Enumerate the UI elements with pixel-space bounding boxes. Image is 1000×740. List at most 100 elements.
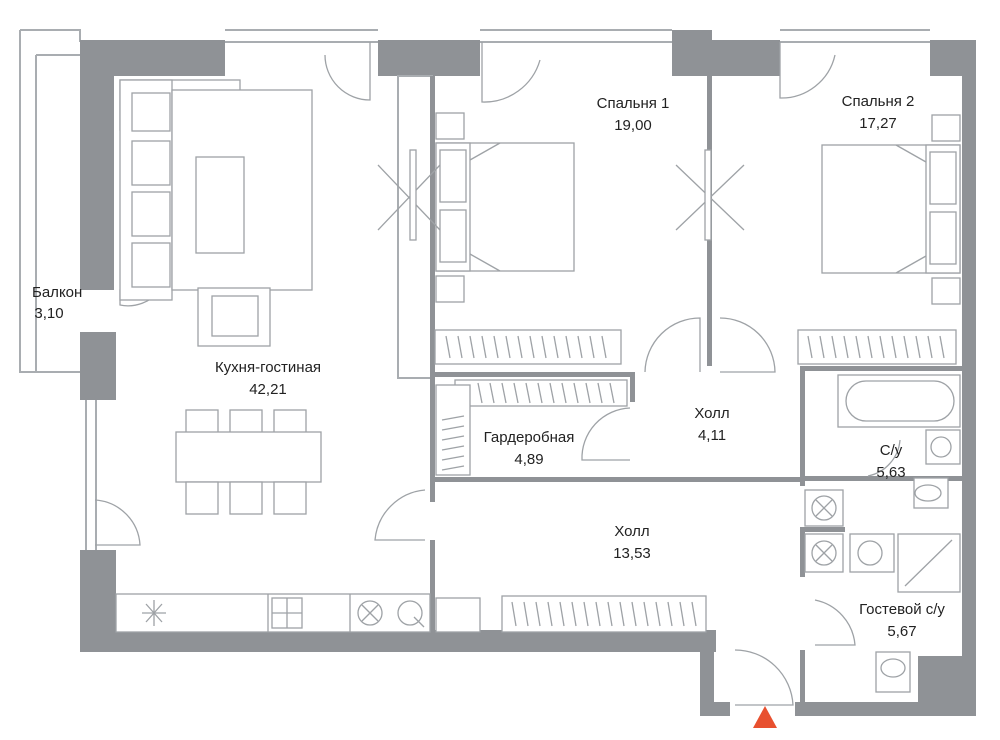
washer-icon xyxy=(357,600,383,626)
hanger-mark xyxy=(505,335,511,359)
hanger-mark xyxy=(559,601,565,627)
hanger-mark xyxy=(879,335,885,359)
hanger-mark xyxy=(589,335,595,359)
wardrobe-hall xyxy=(501,595,707,633)
wardrobe-bedroom1 xyxy=(434,329,622,365)
room-name-wardrobe: Гардеробная xyxy=(484,429,575,446)
washer-icon xyxy=(804,489,844,527)
room-area-hall-small: 4,11 xyxy=(698,427,726,444)
room-area-guest-bath: 5,67 xyxy=(887,623,916,640)
shower-icon xyxy=(897,533,961,593)
hanger-mark xyxy=(903,335,909,359)
room-area-bedroom2: 17,27 xyxy=(859,115,897,132)
hanger-mark xyxy=(679,601,685,627)
doors xyxy=(94,42,901,706)
hanger-mark xyxy=(445,335,451,359)
wardrobe-hangers-dressing-vertical xyxy=(441,415,465,471)
hanger-mark xyxy=(441,445,465,451)
hanger-mark xyxy=(843,335,849,359)
room-area-bathroom: 5,63 xyxy=(876,464,905,481)
hanger-mark xyxy=(667,601,673,627)
hanger-mark xyxy=(601,335,607,359)
washer-icon xyxy=(804,533,844,573)
hanger-mark xyxy=(643,601,649,627)
hanger-mark xyxy=(529,335,535,359)
hanger-mark xyxy=(541,335,547,359)
bathtub-icon xyxy=(837,374,961,428)
hanger-mark xyxy=(441,425,465,431)
walls xyxy=(80,30,976,716)
room-name-bedroom1: Спальня 1 xyxy=(597,95,670,112)
hanger-mark xyxy=(915,335,921,359)
room-name-living: Кухня-гостиная xyxy=(215,359,321,376)
stove-icon xyxy=(142,600,166,626)
kitchen-counter xyxy=(115,593,431,633)
door-cross-1 xyxy=(377,149,745,241)
room-name-bedroom2: Спальня 2 xyxy=(842,93,915,110)
hanger-mark xyxy=(537,382,543,404)
bed-icon xyxy=(435,112,575,303)
hanger-mark xyxy=(577,335,583,359)
hanger-mark xyxy=(477,382,483,404)
hanger-mark xyxy=(441,435,465,441)
hanger-mark xyxy=(481,335,487,359)
room-name-guest-bath: Гостевой с/у xyxy=(859,601,945,618)
dining-set xyxy=(175,409,322,515)
sink-icon xyxy=(849,533,895,573)
hanger-mark xyxy=(457,335,463,359)
room-labels: Балкон 3,10 Кухня-гостиная 42,21 Спальня… xyxy=(32,93,945,640)
hanger-mark xyxy=(927,335,933,359)
room-name-hall-large: Холл xyxy=(614,523,649,540)
room-name-bathroom: С/у xyxy=(880,442,903,459)
hanger-mark xyxy=(597,382,603,404)
sink-icon xyxy=(397,600,425,628)
hanger-mark xyxy=(549,382,555,404)
hanger-mark xyxy=(523,601,529,627)
hanger-mark xyxy=(583,601,589,627)
hanger-mark xyxy=(565,335,571,359)
hanger-mark xyxy=(619,601,625,627)
room-area-bedroom1: 19,00 xyxy=(614,117,652,134)
bed-icon xyxy=(821,114,961,305)
toilet-icon xyxy=(875,651,911,693)
room-area-balcony: 3,10 xyxy=(34,305,63,322)
hanger-mark xyxy=(493,335,499,359)
hanger-mark xyxy=(819,335,825,359)
hanger-mark xyxy=(607,601,613,627)
hanger-mark xyxy=(517,335,523,359)
hanger-mark xyxy=(511,601,517,627)
hanger-mark xyxy=(585,382,591,404)
room-name-balcony: Балкон xyxy=(32,284,82,301)
coffee-table xyxy=(195,156,245,254)
sink-icon xyxy=(925,429,961,465)
room-area-hall-large: 13,53 xyxy=(613,545,651,562)
wardrobe-hangers-bedroom1 xyxy=(445,335,607,359)
hanger-mark xyxy=(655,601,661,627)
hanger-mark xyxy=(831,335,837,359)
room-area-wardrobe: 4,89 xyxy=(514,451,543,468)
hanger-mark xyxy=(691,601,697,627)
hanger-mark xyxy=(441,415,465,421)
hanger-mark xyxy=(855,335,861,359)
hanger-mark xyxy=(535,601,541,627)
hanger-mark xyxy=(571,601,577,627)
hanger-mark xyxy=(547,601,553,627)
hanger-mark xyxy=(441,465,465,471)
cabinet xyxy=(435,597,481,633)
wardrobe-hangers-hall xyxy=(511,601,697,627)
room-area-living: 42,21 xyxy=(249,381,287,398)
hanger-mark xyxy=(807,335,813,359)
hanger-mark xyxy=(513,382,519,404)
armchair-icon xyxy=(197,287,271,347)
hanger-mark xyxy=(441,455,465,461)
hanger-mark xyxy=(891,335,897,359)
wardrobe-hangers-bedroom2 xyxy=(807,335,945,359)
hanger-mark xyxy=(609,382,615,404)
hanger-mark xyxy=(631,601,637,627)
entrance-marker-icon xyxy=(753,706,777,728)
toilet-icon xyxy=(913,477,949,509)
hanger-mark xyxy=(489,382,495,404)
hanger-mark xyxy=(573,382,579,404)
room-name-hall-small: Холл xyxy=(694,405,729,422)
